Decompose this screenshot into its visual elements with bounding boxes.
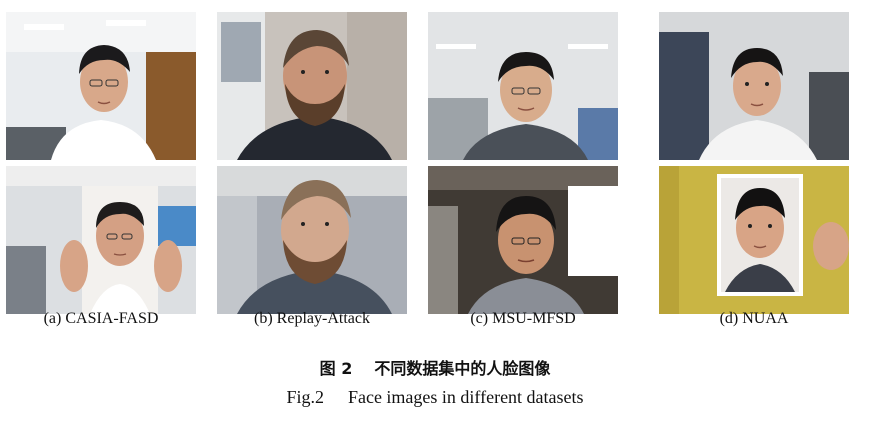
casia-print-attack-illustration	[6, 166, 196, 314]
figure-caption-english: Fig.2 Face images in different datasets	[0, 387, 870, 408]
casia-real-face-illustration	[6, 12, 196, 160]
msu-real-face-photo	[428, 12, 618, 160]
replay-real-face-photo	[217, 12, 407, 160]
casia-print-attack-photo	[6, 166, 196, 314]
caption-casia-fasd: (a) CASIA-FASD	[43, 310, 159, 327]
caption-replay-attack: (b) Replay-Attack	[254, 310, 370, 327]
caption-nuaa: (d) NUAA	[719, 310, 789, 327]
msu-attack-face-illustration	[428, 166, 618, 314]
figure-caption-chinese: 图 2 不同数据集中的人脸图像	[0, 355, 870, 379]
msu-real-face-illustration	[428, 12, 618, 160]
caption-msu-mfsd: (c) MSU-MFSD	[470, 310, 576, 327]
casia-real-face-photo	[6, 12, 196, 160]
replay-attack-screen-illustration	[217, 166, 407, 314]
nuaa-print-attack-photo	[659, 166, 849, 314]
nuaa-print-attack-illustration	[659, 166, 849, 314]
replay-real-face-illustration	[217, 12, 407, 160]
figure-number-en: Fig.2	[286, 387, 324, 407]
nuaa-real-face-photo	[659, 12, 849, 160]
figure-title-en: Face images in different datasets	[347, 387, 584, 407]
nuaa-real-face-illustration	[659, 12, 849, 160]
replay-attack-screen-photo	[217, 166, 407, 314]
figure-title-cn: 不同数据集中的人脸图像	[374, 359, 551, 378]
figure-number-cn: 图 2	[319, 359, 353, 378]
msu-attack-face-photo	[428, 166, 618, 314]
figure-image-grid: (a) CASIA-FASD (b) Replay-Attack (c) MSU…	[6, 12, 849, 327]
